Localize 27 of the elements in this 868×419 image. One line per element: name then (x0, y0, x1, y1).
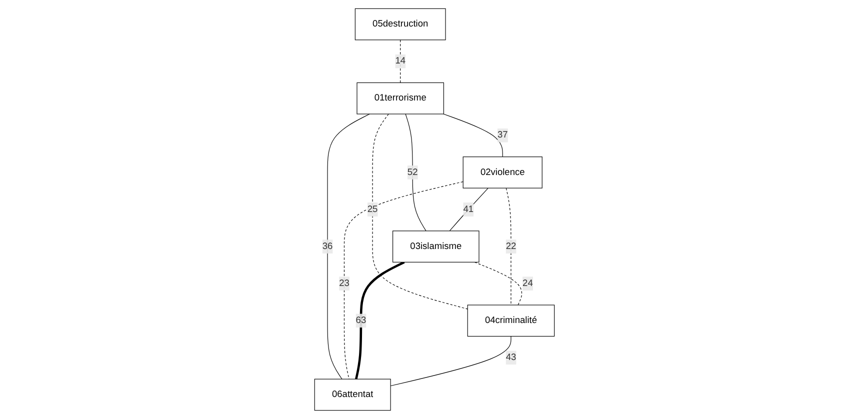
connector (354, 261, 404, 380)
node-box: 03islamisme (392, 230, 479, 262)
edge-label: 43 (505, 352, 516, 362)
edge-label: 63 (355, 315, 366, 326)
edge-label: 25 (366, 204, 378, 214)
node-box: 04criminalité (466, 304, 554, 337)
connector (372, 114, 468, 310)
node-box: 06attentat (314, 378, 390, 411)
connector (474, 262, 522, 306)
edge-label: 36 (322, 241, 332, 252)
connector (390, 336, 511, 386)
connector (448, 188, 488, 232)
node-box: 01terrorisme (356, 82, 444, 114)
edge-label: 23 (338, 278, 349, 288)
edge-label: 52 (406, 167, 418, 178)
edge-label: 37 (496, 130, 508, 140)
edge-label: 24 (522, 278, 532, 288)
node-box: 02violence (462, 156, 542, 188)
connector (442, 114, 502, 158)
connector (505, 188, 511, 306)
connector (404, 114, 426, 232)
node-box: 05destruction (354, 8, 446, 40)
edge-label: 14 (394, 56, 406, 66)
connector (343, 181, 463, 380)
connector (326, 114, 370, 380)
edge-label: 22 (505, 241, 516, 252)
edge-label: 41 (462, 204, 474, 214)
